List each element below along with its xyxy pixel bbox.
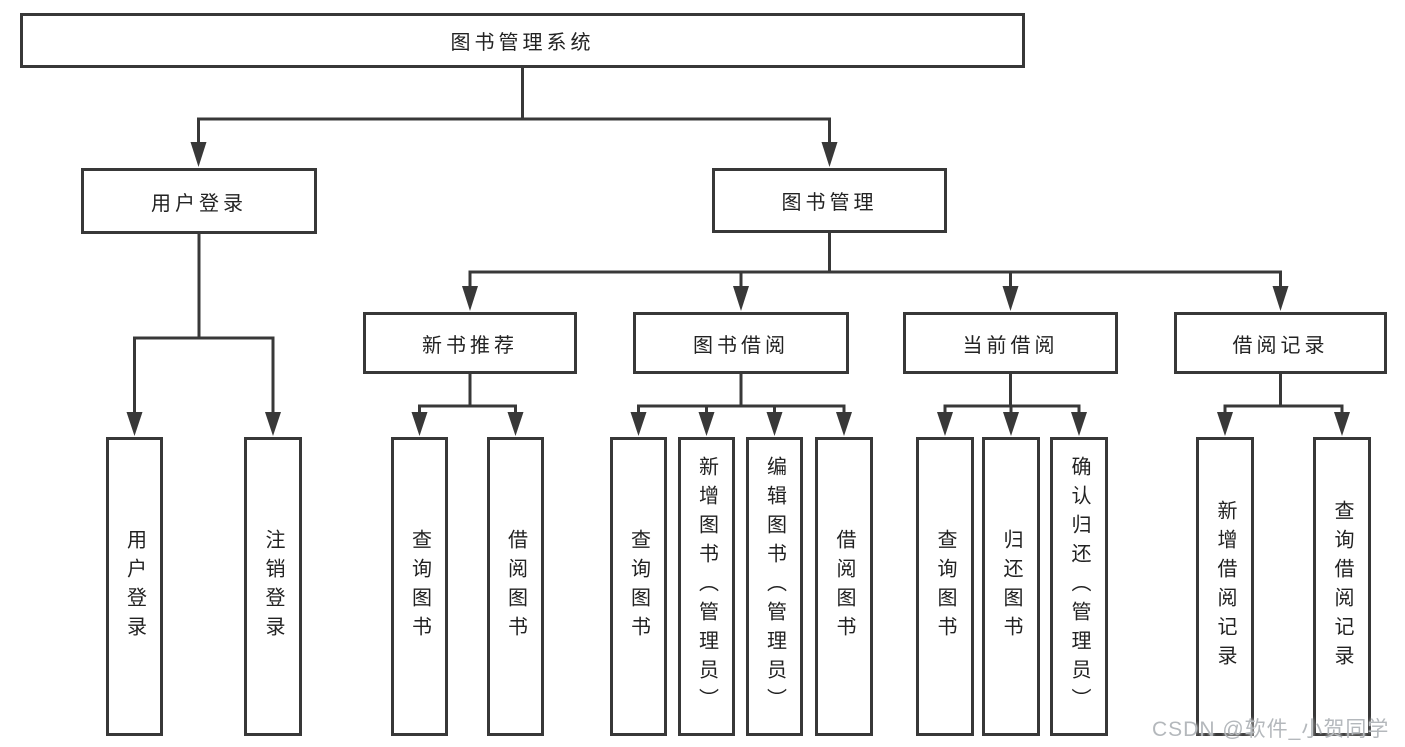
leaf-confirm-return-admin: 确认归还（管理员） [1050,437,1108,736]
node-new-book-recommend: 新书推荐 [363,312,577,374]
leaf-label: 注销登录 [262,528,284,645]
node-book-borrow: 图书借阅 [633,312,849,374]
node-label: 当前借阅 [962,334,1059,357]
node-current-borrow: 当前借阅 [903,312,1118,374]
leaf-query-books-borrow: 查询图书 [610,437,667,736]
connector-root-to-level2 [190,68,838,167]
connector-book-mgmt-to-level3 [462,233,1289,311]
csdn-watermark: CSDN @软件_小贺同学 [1152,718,1390,741]
node-label: 新书推荐 [422,334,518,357]
leaf-label: 查询借阅记录 [1331,499,1353,674]
leaf-label: 查询图书 [408,528,431,645]
node-library-system: 图书管理系统 [20,13,1025,68]
leaf-label: 新增图书（管理员） [695,456,718,717]
node-label: 图书管理系统 [450,32,595,54]
leaf-label: 查询图书 [934,528,956,645]
leaf-label: 编辑图书（管理员） [763,456,786,717]
leaf-return-books: 归还图书 [982,437,1040,736]
node-borrow-records: 借阅记录 [1174,312,1387,374]
connector-current-borrow-children [937,374,1087,436]
leaf-label: 借阅图书 [504,528,527,645]
node-book-management: 图书管理 [712,168,947,233]
leaf-edit-books-admin: 编辑图书（管理员） [746,437,803,736]
leaf-add-books-admin: 新增图书（管理员） [678,437,735,736]
node-label: 图书借阅 [693,334,789,357]
leaf-label: 确认归还（管理员） [1068,456,1090,717]
leaf-label: 归还图书 [1000,528,1022,645]
leaf-label: 新增借阅记录 [1214,499,1236,674]
leaf-label: 查询图书 [627,528,650,645]
leaf-label: 借阅图书 [833,528,855,645]
leaf-query-books-newrec: 查询图书 [391,437,448,736]
leaf-user-login: 用户登录 [106,437,163,736]
node-label: 用户登录 [151,192,247,215]
leaf-query-books-current: 查询图书 [916,437,974,736]
leaf-query-borrow-record: 查询借阅记录 [1313,437,1371,736]
leaf-label: 用户登录 [123,528,146,645]
connector-book-borrow-children [630,374,852,436]
connector-user-login-children [126,234,281,436]
node-user-login: 用户登录 [81,168,317,234]
node-label: 图书管理 [781,192,878,214]
node-label: 借阅记录 [1232,334,1329,357]
leaf-borrow-books: 借阅图书 [815,437,873,736]
leaf-logout: 注销登录 [244,437,302,736]
leaf-borrow-books-newrec: 借阅图书 [487,437,544,736]
connector-borrow-records-children [1217,374,1350,436]
leaf-add-borrow-record: 新增借阅记录 [1196,437,1254,736]
connector-new-book-rec-children [411,374,524,436]
